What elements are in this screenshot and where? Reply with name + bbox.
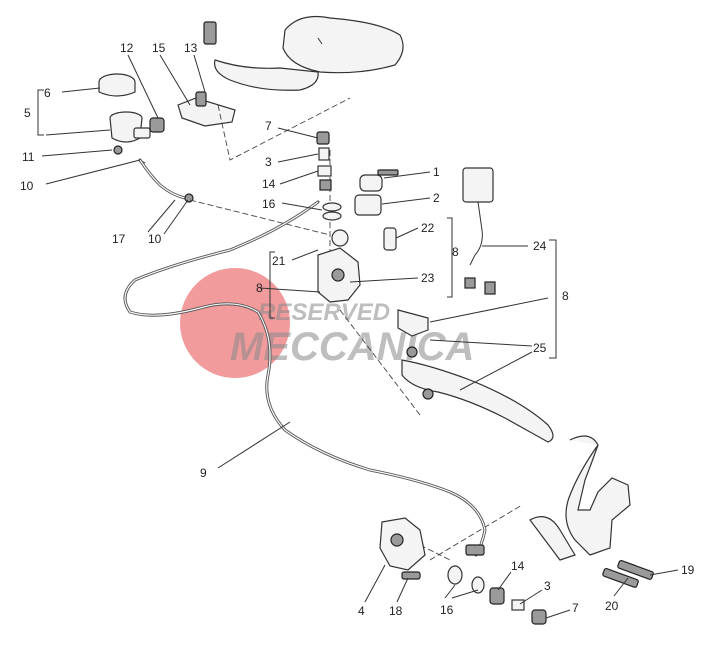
callout-17: 17 <box>112 232 126 246</box>
leader-lines <box>41 54 679 619</box>
brace-8-right-b <box>549 239 557 359</box>
clutch-switch <box>462 167 496 295</box>
callout-9: 9 <box>200 466 207 480</box>
watermark-line1: RESERVED <box>258 299 390 326</box>
callout-21: 21 <box>272 254 286 268</box>
callout-2: 2 <box>433 191 440 205</box>
callout-6: 6 <box>44 86 51 100</box>
callout-22: 22 <box>421 221 435 235</box>
callout-23: 23 <box>421 271 435 285</box>
callout-13: 13 <box>184 41 198 55</box>
callout-labels: 1 2 3 3 4 5 6 7 7 8 8 8 9 10 10 11 12 13… <box>20 41 695 618</box>
callout-16: 16 <box>440 603 454 617</box>
assembly-dashed-lines <box>189 97 523 561</box>
callout-3: 3 <box>544 579 551 593</box>
callout-16: 16 <box>262 197 276 211</box>
callout-25: 25 <box>533 341 547 355</box>
callout-10: 10 <box>148 232 162 246</box>
callout-11: 11 <box>22 150 35 164</box>
callout-10: 10 <box>20 179 34 193</box>
callout-15: 15 <box>152 41 166 55</box>
callout-24: 24 <box>533 239 547 253</box>
callout-14: 14 <box>262 177 276 191</box>
callout-4: 4 <box>358 604 365 618</box>
callout-12: 12 <box>120 41 134 55</box>
callout-5: 5 <box>24 106 31 120</box>
brace-8-right-a <box>447 217 453 298</box>
callout-19: 19 <box>681 563 695 577</box>
callout-1: 1 <box>433 165 440 179</box>
reservoir-hose <box>138 158 187 200</box>
slave-cylinder <box>379 517 547 625</box>
master-cylinder <box>316 131 399 303</box>
callout-7: 7 <box>265 119 272 133</box>
frame-bracket <box>529 435 654 588</box>
callout-8: 8 <box>256 281 263 295</box>
callout-3: 3 <box>265 155 272 169</box>
brace-5 <box>37 89 44 136</box>
reservoir-assembly <box>98 73 236 164</box>
callout-18: 18 <box>389 604 403 618</box>
fairing-mount <box>203 15 404 91</box>
clutch-lever <box>397 309 554 443</box>
callout-8: 8 <box>452 245 459 259</box>
callout-7: 7 <box>572 601 579 615</box>
callout-8: 8 <box>562 289 569 303</box>
brace-8-left <box>269 251 275 319</box>
callout-20: 20 <box>605 599 619 613</box>
callout-14: 14 <box>511 559 525 573</box>
